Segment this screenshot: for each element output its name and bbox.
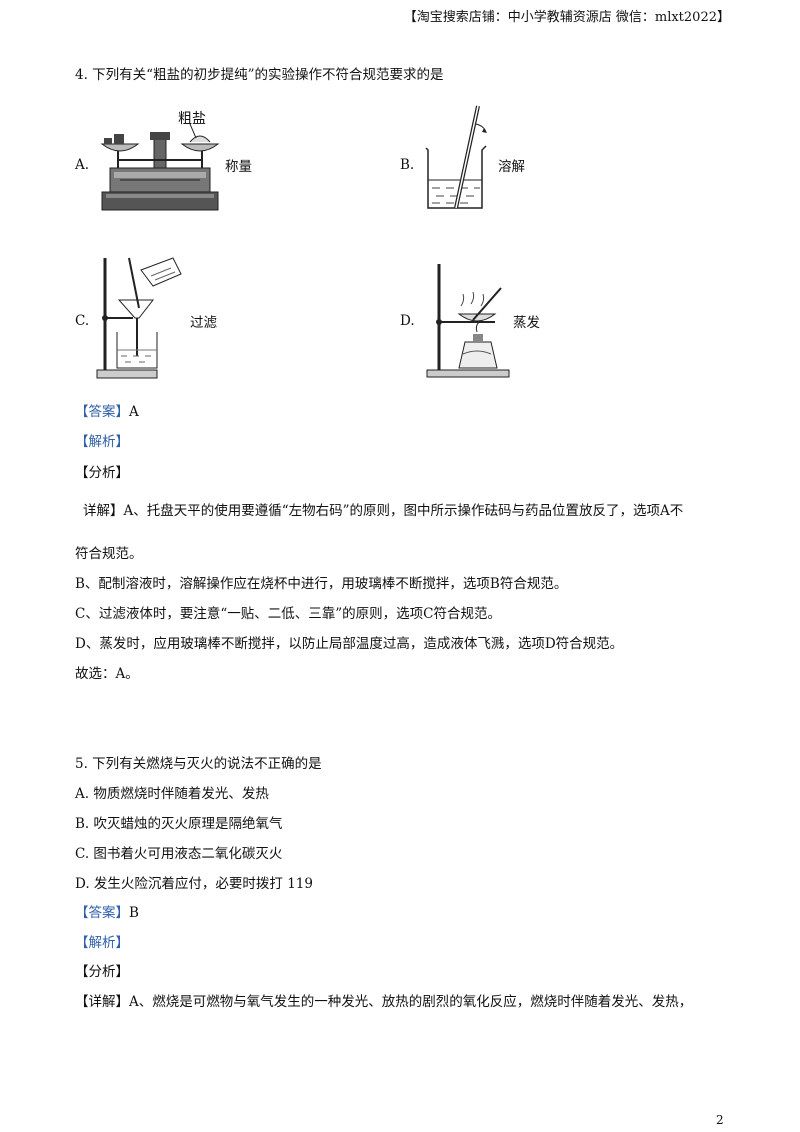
option-d-letter: D. [400,313,415,329]
fenxi-tag: 【分析】 [75,964,129,980]
analysis-tag: 【解析】 [75,935,129,951]
evaporation-diagram [425,260,515,378]
option-a-letter: A. [75,157,90,173]
answer-tag: 【答案】 [75,404,129,420]
option-b-letter: B. [400,157,415,173]
q4-answer-row: 【答案】A [75,402,139,422]
option-b-label: 溶解 [498,159,525,175]
filtration-diagram [95,252,185,380]
q5-option-d: D. 发生火险沉着应付，必要时拨打 119 [75,876,313,892]
detail-text: A、燃烧是可燃物与氧气发生的一种发光、放热的剧烈的氧化反应，燃烧时伴随着发光、发… [129,994,693,1010]
option-c-letter: C. [75,313,90,329]
detail-line-2: 符合规范。 [75,546,143,562]
answer-value: A [129,404,139,420]
q5-detail-row: 【详解】A、燃烧是可燃物与氧气发生的一种发光、放热的剧烈的氧化反应，燃烧时伴随着… [75,992,692,1012]
detail-tag: 【详解】 [75,994,129,1010]
option-c-label: 过滤 [190,315,217,331]
q5-option-a: A. 物质燃烧时伴随着发光、发热 [75,786,269,802]
option-d-label: 蒸发 [513,315,540,331]
answer-value: B [129,905,139,921]
detail-b: B、配制溶液时，溶解操作应在烧杯中进行，用玻璃棒不断搅拌，选项B符合规范。 [75,576,568,592]
q5-option-b: B. 吹灭蜡烛的灭火原理是隔绝氧气 [75,816,283,832]
question-5-stem: 5. 下列有关燃烧与灭火的说法不正确的是 [75,756,322,772]
header-note: 【淘宝搜索店铺：中小学教辅资源店 微信：mlxt2022】 [403,10,730,25]
fenxi-tag: 【分析】 [75,465,129,481]
dissolve-diagram [420,104,487,212]
analysis-tag: 【解析】 [75,434,129,450]
detail-c: C、过滤液体时，要注意“一贴、二低、三靠”的原则，选项C符合规范。 [75,606,501,622]
option-a-label: 称量 [225,159,252,175]
answer-tag: 【答案】 [75,905,129,921]
detail-line-1: 详解】A、托盘天平的使用要遵循“左物右码”的原则，图中所示操作砝码与药品位置放反… [83,503,684,519]
conclusion: 故选：A。 [75,666,139,682]
balance-diagram: 粗盐 [100,111,220,212]
page-number: 2 [716,1113,724,1127]
q5-answer-row: 【答案】B [75,903,139,923]
detail-d: D、蒸发时，应用玻璃棒不断搅拌，以防止局部温度过高，造成液体飞溅，选项D符合规范… [75,636,624,652]
crude-salt-label: 粗盐 [178,111,206,127]
question-4-stem: 4. 下列有关“粗盐的初步提纯”的实验操作不符合规范要求的是 [75,67,444,83]
q5-option-c: C. 图书着火可用液态二氧化碳灭火 [75,846,283,862]
